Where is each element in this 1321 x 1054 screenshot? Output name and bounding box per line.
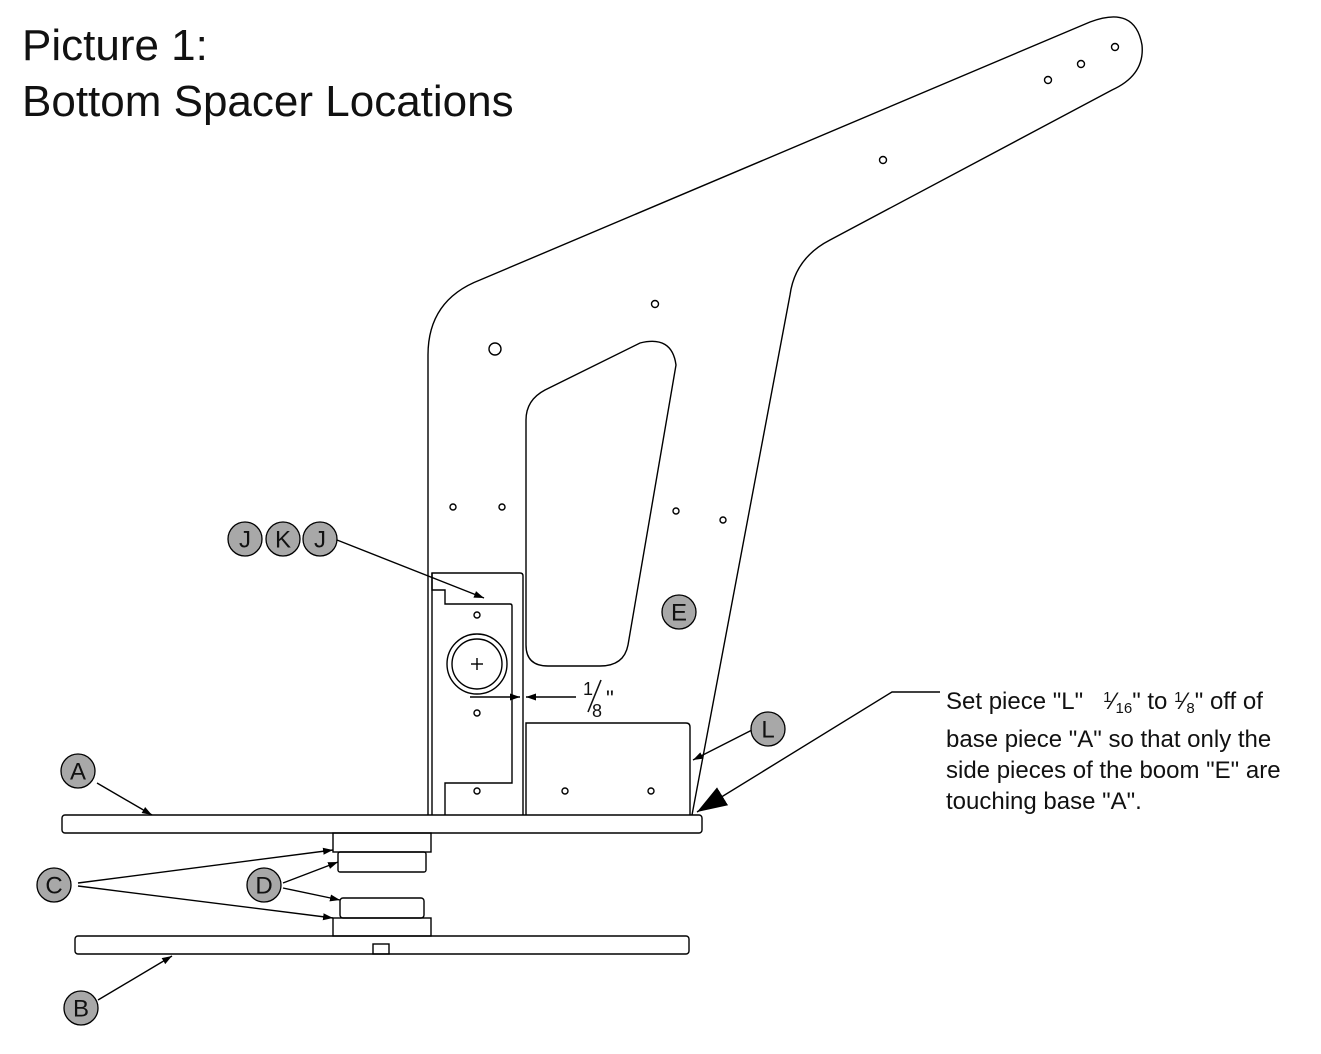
label-l-text: L bbox=[761, 717, 774, 744]
boom-outline bbox=[427, 16, 1143, 816]
label-b-text: B bbox=[73, 996, 89, 1023]
diagram-title: Picture 1: Bottom Spacer Locations bbox=[22, 18, 514, 130]
note-line-2: base piece "A" so that only the bbox=[946, 726, 1272, 753]
dim-num: 1 bbox=[583, 679, 593, 699]
label-c: C bbox=[36, 867, 72, 903]
label-a: A bbox=[60, 753, 96, 789]
label-e: E bbox=[661, 594, 697, 630]
pivot-bushing bbox=[446, 633, 508, 695]
base-b bbox=[74, 935, 690, 955]
note-line-4: touching base "A". bbox=[946, 788, 1142, 815]
fraction-1-8: 1⁄8 bbox=[1174, 688, 1195, 717]
label-e-text: E bbox=[671, 600, 687, 627]
frac2-num: 1 bbox=[1174, 689, 1183, 706]
side-plate-inner bbox=[431, 573, 513, 815]
piece-l bbox=[525, 722, 691, 815]
label-jkj: J K J bbox=[227, 521, 338, 557]
side-plate-jkj bbox=[431, 572, 524, 815]
spacer-c-bottom bbox=[332, 917, 432, 937]
spacer-d-bottom bbox=[339, 897, 425, 919]
note-line-1-b: " to bbox=[1132, 688, 1175, 715]
instruction-note: Set piece "L" 1⁄16" to 1⁄8" off of base … bbox=[946, 682, 1281, 817]
dim-unit: " bbox=[606, 686, 614, 711]
note-line-3: side pieces of the boom "E" are bbox=[946, 757, 1281, 784]
title-line-1: Picture 1: bbox=[22, 21, 208, 70]
label-b: B bbox=[63, 990, 99, 1026]
note-line-1-a: Set piece "L" bbox=[946, 688, 1084, 715]
label-c-text: C bbox=[45, 873, 62, 900]
label-j2-text: J bbox=[314, 527, 326, 554]
base-a bbox=[61, 814, 703, 834]
label-l: L bbox=[750, 711, 786, 747]
boom-cutout bbox=[525, 340, 677, 667]
label-j1-text: J bbox=[239, 527, 251, 554]
note-line-1: Set piece "L" 1⁄16" to 1⁄8" off of bbox=[946, 682, 1281, 724]
frac2-den: 8 bbox=[1186, 700, 1195, 717]
fraction-1-16: 1⁄16 bbox=[1103, 688, 1133, 717]
frac1-num: 1 bbox=[1103, 689, 1112, 706]
label-k-text: K bbox=[275, 527, 291, 554]
spacer-c-top bbox=[332, 832, 432, 853]
dim-den: 8 bbox=[592, 701, 602, 721]
title-line-2: Bottom Spacer Locations bbox=[22, 77, 514, 126]
boom-holes bbox=[449, 42, 1120, 524]
note-line-1-c: " off of bbox=[1194, 688, 1263, 715]
dimension-label: 1 8 " bbox=[583, 679, 614, 721]
label-d: D bbox=[246, 867, 282, 903]
label-d-text: D bbox=[255, 873, 272, 900]
spacer-d-top bbox=[337, 851, 427, 873]
frac1-den: 16 bbox=[1115, 700, 1133, 717]
label-a-text: A bbox=[70, 759, 86, 786]
